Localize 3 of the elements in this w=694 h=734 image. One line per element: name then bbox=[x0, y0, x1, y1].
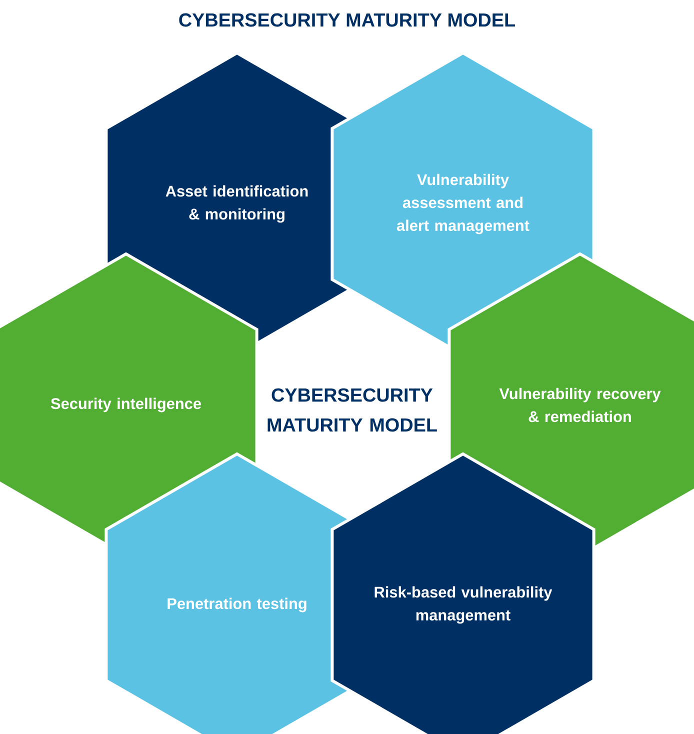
title: CYBERSECURITY MATURITY MODEL bbox=[179, 13, 515, 27]
center-label: CYBERSECURITY MATURITY MODEL bbox=[268, 388, 437, 432]
hexagon: Risk-based vulnerability management bbox=[330, 452, 596, 734]
